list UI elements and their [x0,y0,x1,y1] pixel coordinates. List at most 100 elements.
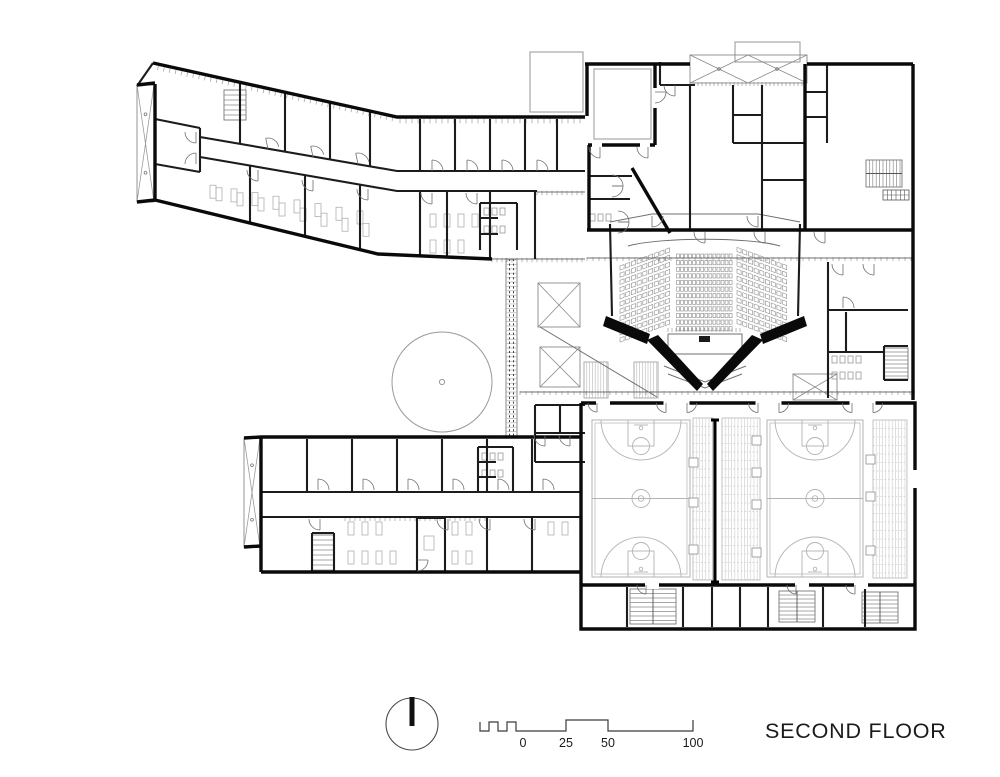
door-arc [636,584,647,595]
louver-strip [136,84,155,203]
stage-side-wall [707,335,763,391]
door-arc [663,84,676,97]
door-arc [431,159,444,172]
north-arrow-icon [385,697,439,751]
plan-title: SECOND FLOOR [765,719,947,743]
door-arc [308,518,321,531]
exterior-wall-lines [136,61,917,631]
door-arc [654,91,667,104]
door-arc [466,159,479,172]
north-arrow-needle [409,697,415,726]
skylight-xbox [539,346,581,388]
door-arc [611,174,624,187]
fixtures [483,225,506,234]
door-arc [416,559,429,572]
door-arc [478,518,491,531]
exterior-walls [136,61,917,631]
stair [883,347,909,380]
interior-walls [136,62,908,627]
auditorium-seating [619,246,788,343]
door-arc [317,478,330,491]
fixtures [483,207,506,216]
door-arc [452,478,465,491]
door-arc [420,192,433,205]
door-arc [558,434,571,447]
scale-label-50: 50 [601,736,615,750]
seating-section-center [676,253,733,332]
auditorium-corner-wall [760,316,807,344]
door-arc [184,152,197,165]
stair [778,590,816,623]
gymnasium [591,417,908,584]
door-arc [842,402,853,413]
door-arc [813,231,826,244]
door-arc [523,518,536,531]
gym-partition [711,418,719,584]
door-arc [536,159,549,172]
ramp-hatch [583,361,659,399]
door-arc [686,402,697,413]
solid-wall-fills [603,316,807,391]
door-arc [497,478,510,491]
bleachers [721,417,761,581]
glazed-bridge [505,258,518,437]
scale-label-100: 100 [683,736,704,750]
doors-overlay [184,84,919,595]
door-arc [786,584,797,595]
auditorium-corner-wall [603,316,650,344]
door-arc [845,584,856,595]
door-arc [587,402,598,413]
stairs [223,89,909,625]
fixtures [831,355,862,364]
door-arc [356,188,369,201]
stair [861,591,899,624]
stair [223,89,247,121]
skylight-xbox [537,282,581,328]
door-arc [651,215,664,228]
fixtures [831,371,862,380]
basketball-court [766,419,864,578]
stage-side-wall [647,335,703,391]
light-outlines [529,41,801,140]
fixtures-lockers [423,189,910,551]
door-arc [753,231,766,244]
skylight-xbox [792,373,838,401]
door-arc [636,146,649,159]
door-arc [588,146,601,159]
sheet-annotations: 0 25 50 100 SECOND FLOOR [385,697,947,751]
skylights [136,54,838,548]
door-arc [542,478,555,491]
scale-bar: 0 25 50 100 [479,719,704,750]
door-arc [748,402,759,413]
door-arc [831,263,844,276]
bleachers [872,419,908,579]
door-arc [436,518,449,531]
door-arc [617,210,630,223]
scale-label-25: 25 [559,736,573,750]
scale-label-0: 0 [520,736,527,750]
door-arc [265,137,280,150]
stair [865,159,903,188]
stair [311,534,335,572]
fixtures [481,452,504,461]
circular-court [391,331,493,433]
door-arc [310,145,325,158]
door-arc [246,169,259,182]
scale-bar-line [479,719,694,732]
door-arc [301,179,314,192]
door-arc [355,152,370,165]
door-arc [611,185,624,198]
stage-center-mark [699,336,710,342]
door-arc [842,296,855,309]
door-arc [862,263,875,276]
door-arc [872,402,883,413]
door-arc [656,402,667,413]
louver-strip [243,437,261,548]
stair [629,588,677,625]
door-arc [465,192,478,205]
door-arc [407,478,420,491]
door-arc [746,215,759,228]
basketball-court [591,419,691,578]
